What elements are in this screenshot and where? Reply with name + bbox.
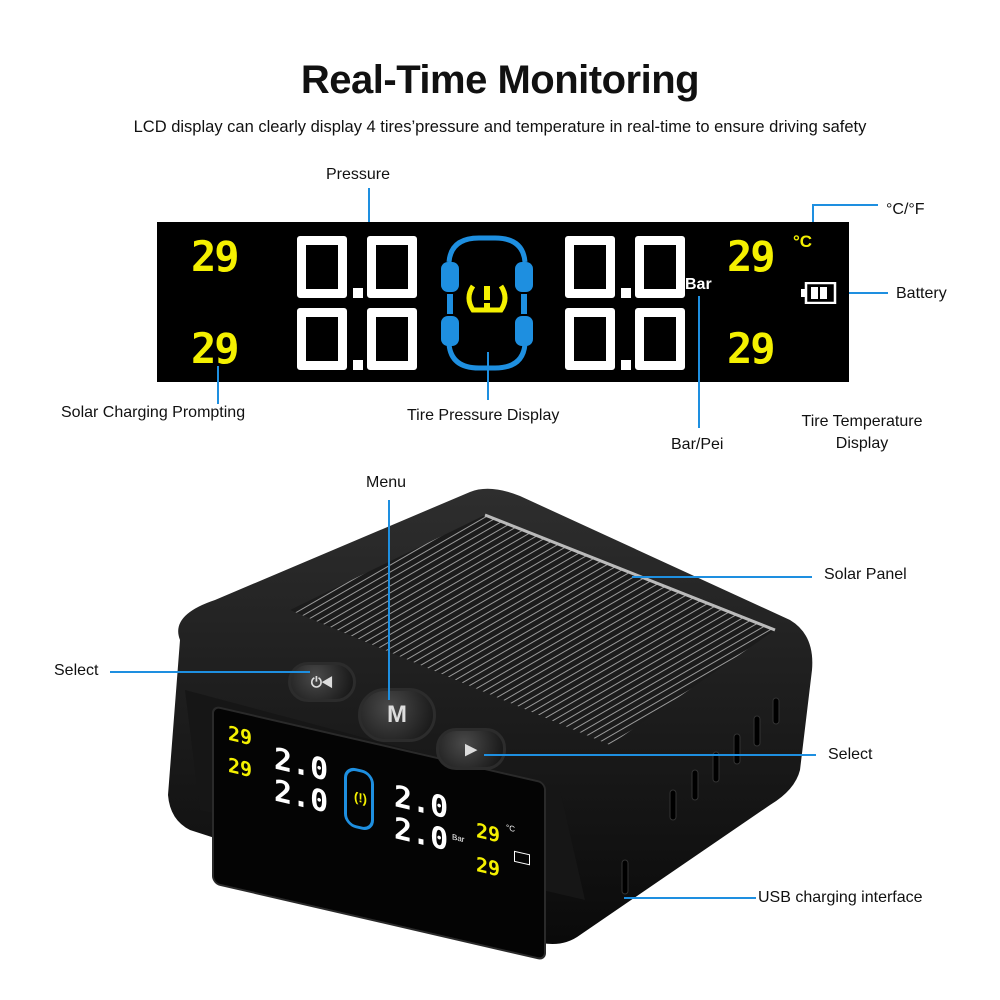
label-temp-unit: °C/°F [886, 201, 925, 218]
battery-icon [801, 281, 837, 309]
device-battery-icon [514, 850, 530, 866]
callout-line-tire-pressure [487, 352, 489, 400]
label-select-left: Select [54, 662, 99, 679]
temp-rear-right: 29 [727, 324, 776, 373]
device-temp-rr: 29 [476, 851, 501, 882]
callout-line-temp-unit-v [812, 204, 814, 234]
label-select-right: Select [828, 746, 873, 763]
select-power-down-button[interactable]: ⏻◀ [288, 662, 356, 702]
pressure-rear-left [297, 308, 423, 370]
label-tire-temp: Tire Temperature Display [792, 413, 932, 453]
device-unit-bar: Bar [452, 832, 465, 845]
select-right-button[interactable]: ▶ [436, 728, 506, 770]
pressure-front-right [565, 236, 691, 298]
callout-line-pressure [368, 188, 370, 240]
lcd-diagram: 29 29 Bar 29 °C 29 [157, 222, 849, 382]
callout-line-solar-panel [632, 576, 812, 578]
label-tire-pressure-display: Tire Pressure Display [407, 407, 560, 424]
label-menu: Menu [366, 474, 407, 491]
label-usb: USB charging interface [758, 889, 923, 906]
callout-line-menu [388, 500, 390, 700]
callout-line-select-right [484, 754, 816, 756]
label-tire-temp-line1: Tire Temperature [801, 413, 923, 430]
label-solar-charging: Solar Charging Prompting [61, 404, 246, 421]
page-title: Real-Time Monitoring [300, 58, 700, 102]
callout-line-select-left [110, 671, 310, 673]
device-tpms-icon: (!) [354, 788, 367, 807]
callout-line-temp-unit-h [812, 204, 878, 206]
label-battery: Battery [896, 285, 947, 302]
label-tire-temp-line2: Display [835, 435, 889, 452]
label-bar-pei: Bar/Pei [671, 436, 724, 453]
temp-rear-left: 29 [191, 324, 240, 373]
page-subtitle: LCD display can clearly display 4 tires’… [133, 118, 867, 136]
device-temp-fl: 29 [228, 720, 253, 751]
device-car-icon: (!) [344, 765, 374, 833]
device-temp-fr: 29 [476, 817, 501, 848]
device-temp-rl: 29 [228, 752, 253, 783]
callout-line-usb [624, 897, 756, 899]
device-unit-celsius: °C [506, 822, 515, 834]
callout-line-battery [836, 292, 888, 294]
unit-bar: Bar [685, 276, 712, 293]
temp-front-left: 29 [191, 232, 240, 281]
pressure-rear-right [565, 308, 691, 370]
callout-line-bar-pei [698, 296, 700, 428]
car-outline-icon [439, 232, 535, 374]
label-solar-panel: Solar Panel [824, 566, 907, 583]
pressure-front-left [297, 236, 423, 298]
temp-front-right: 29 [727, 232, 776, 281]
callout-line-solar-charging [217, 366, 219, 404]
label-pressure: Pressure [326, 166, 391, 183]
menu-button[interactable]: M [358, 688, 436, 742]
unit-celsius: °C [793, 232, 813, 251]
